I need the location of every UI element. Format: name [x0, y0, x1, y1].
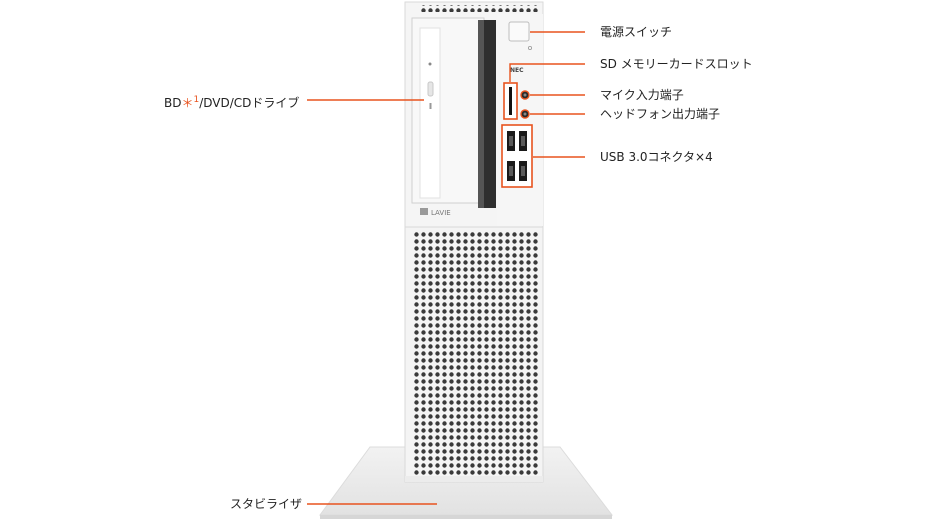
- optical-drive-label: BD＊1/DVD/CDドライブ: [164, 93, 299, 110]
- headphone-jack-label: ヘッドフォン出力端子: [600, 107, 721, 121]
- callout-lines: [307, 31, 585, 505]
- usb-port-group: [501, 124, 533, 188]
- lavie-logo-mark: [420, 208, 428, 215]
- lavie-logo: LAVIE: [431, 209, 451, 217]
- usb-ports-label: USB 3.0コネクタ×4: [600, 150, 713, 164]
- power-button: [508, 21, 530, 42]
- sd-slot-label: SD メモリーカードスロット: [600, 57, 753, 71]
- optical-drive-suffix: /DVD/CDドライブ: [199, 96, 300, 110]
- optical-drive-prefix: BD: [164, 96, 182, 110]
- maker-logo: NEC: [510, 67, 524, 74]
- power-switch-label: 電源スイッチ: [600, 25, 673, 39]
- mic-jack-label: マイク入力端子: [600, 88, 684, 102]
- footnote-number: 1: [193, 95, 200, 105]
- footnote-mark: ＊: [181, 96, 194, 110]
- stabilizer-label: スタビライザ: [230, 497, 303, 511]
